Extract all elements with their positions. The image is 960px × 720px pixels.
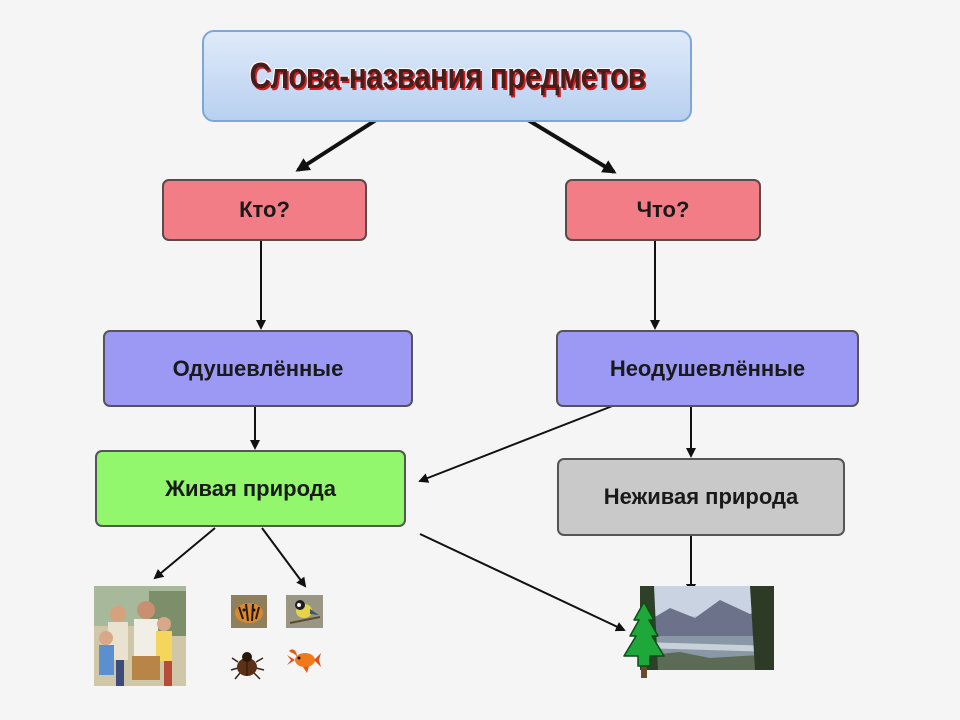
tiger-photo bbox=[231, 595, 267, 628]
arrow-living-to-family bbox=[153, 527, 216, 580]
bird-photo bbox=[286, 595, 323, 628]
arrow-living-to-animals bbox=[261, 527, 307, 588]
inanimate-box: Неодушевлённые bbox=[556, 330, 859, 407]
landscape-photo bbox=[640, 586, 774, 670]
living-nature-label: Живая природа bbox=[165, 475, 336, 501]
goldfish-icon bbox=[287, 649, 321, 673]
title-text: Слова-названия предметов bbox=[249, 55, 645, 96]
inanimate-label: Неодушевлённые bbox=[609, 355, 806, 381]
beetle-icon bbox=[230, 652, 265, 680]
arrow-title-to-who bbox=[295, 118, 378, 172]
arrow-living-to-tree bbox=[419, 533, 626, 632]
arrow-title-to-what bbox=[526, 118, 617, 174]
who-box: Кто? bbox=[162, 179, 367, 241]
nonliving-nature-label: Неживая природа bbox=[603, 484, 799, 509]
living-nature-box: Живая природа bbox=[95, 450, 406, 527]
title-box: Слова-названия предметов bbox=[202, 30, 692, 122]
arrow-inanimate-to-living bbox=[418, 404, 616, 483]
what-label: Что? bbox=[636, 197, 690, 222]
animate-box: Одушевлённые bbox=[103, 330, 413, 407]
family-photo bbox=[94, 586, 186, 686]
fir-tree-icon bbox=[623, 601, 665, 678]
what-box: Что? bbox=[565, 179, 761, 241]
animate-label: Одушевлённые bbox=[172, 355, 344, 381]
nonliving-nature-box: Неживая природа bbox=[557, 458, 845, 536]
who-label: Кто? bbox=[239, 197, 290, 222]
